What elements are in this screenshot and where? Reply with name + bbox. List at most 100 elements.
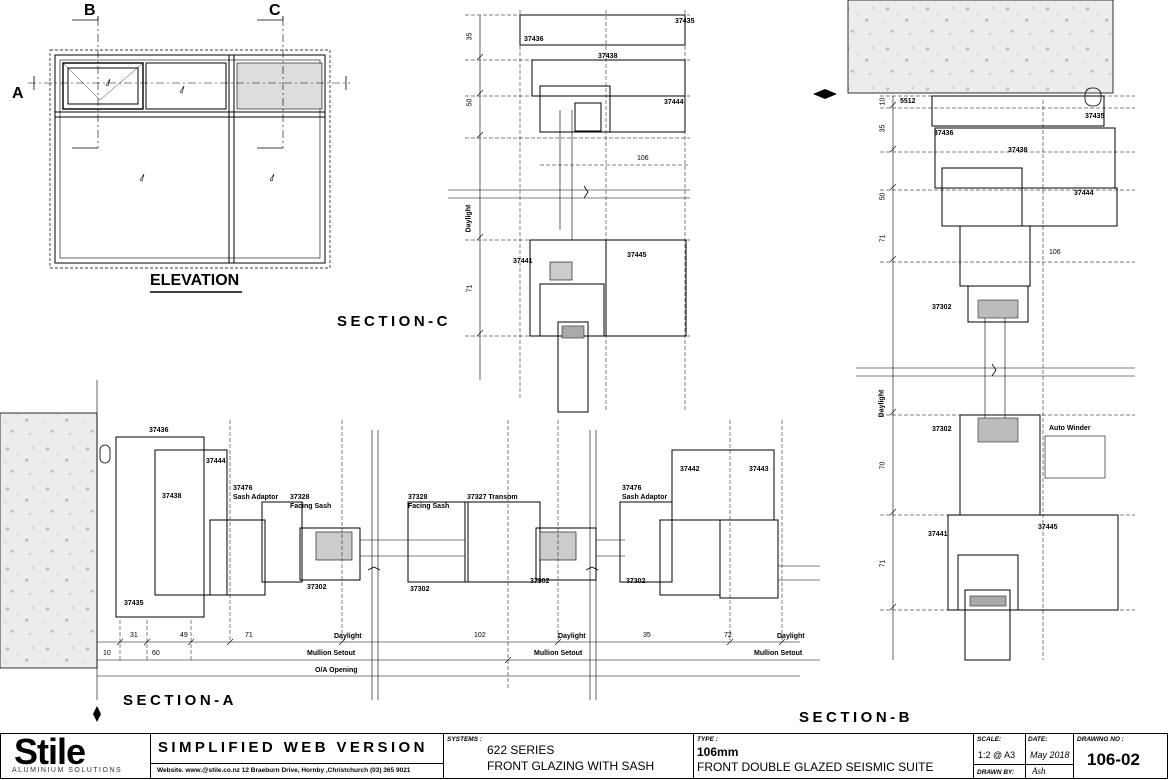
sb-37438: 37438 bbox=[1008, 147, 1028, 154]
sa-37302-d: 37302 bbox=[626, 578, 646, 585]
drawing-no-label: DRAWING NO : bbox=[1077, 736, 1124, 743]
sa-mullion-3: Mullion Setout bbox=[754, 650, 803, 657]
sa-mullion-1: Mullion Setout bbox=[307, 650, 356, 657]
tb-systems-cell bbox=[444, 734, 694, 778]
sa-facing-sash-b: Facing Sash bbox=[408, 503, 450, 510]
drawn-value: Ash bbox=[1032, 766, 1046, 776]
date-label: DATE: bbox=[1028, 736, 1048, 743]
scale-value: 1:2 @ A3 bbox=[978, 750, 1016, 760]
sb-dim-71b: 71 bbox=[879, 559, 887, 568]
drawing-no-value: 106-02 bbox=[1087, 750, 1140, 769]
technical-drawing bbox=[0, 0, 1135, 722]
tb-divider bbox=[151, 763, 444, 764]
date-value: May 2018 bbox=[1030, 750, 1070, 760]
sa-37435: 37435 bbox=[124, 600, 144, 607]
sb-daylight: Daylight bbox=[878, 389, 886, 418]
sa-37443: 37443 bbox=[749, 466, 769, 473]
sb-dim-35: 35 bbox=[879, 124, 887, 133]
scale-label: SCALE: bbox=[977, 736, 1002, 743]
sa-daylight-1: Daylight bbox=[334, 633, 362, 640]
contact-info: Website. www.@stile.co.nz 12 Braeburn Dr… bbox=[157, 767, 411, 774]
sa-dim-102: 102 bbox=[474, 632, 486, 639]
sc-dim-35: 35 bbox=[466, 32, 474, 41]
sa-37442: 37442 bbox=[680, 466, 700, 473]
sa-37476-b: 37476 bbox=[622, 485, 642, 492]
sc-37438: 37438 bbox=[598, 53, 618, 60]
sc-37444: 37444 bbox=[664, 99, 684, 106]
sb-dim-106: 106 bbox=[1049, 249, 1061, 256]
sc-dim-50: 50 bbox=[466, 98, 474, 107]
elevation-title: ELEVATION bbox=[150, 272, 240, 289]
sc-daylight: Daylight bbox=[465, 204, 473, 233]
sb-37441: 37441 bbox=[928, 531, 948, 538]
sa-37444: 37444 bbox=[206, 458, 226, 465]
sa-dim-60: 60 bbox=[152, 650, 160, 657]
sc-dim-71: 71 bbox=[466, 284, 474, 293]
sa-dim-49: 49 bbox=[180, 632, 188, 639]
section-c-view bbox=[448, 10, 690, 413]
marker-c: C bbox=[269, 2, 281, 19]
sa-37302-b: 37302 bbox=[410, 586, 430, 593]
sa-37328-b: 37328 bbox=[408, 494, 428, 501]
web-version-label: SIMPLIFIED WEB VERSION bbox=[158, 739, 428, 756]
sa-oa-opening: O/A Opening bbox=[315, 667, 358, 674]
section-b-title: SECTION-B bbox=[799, 709, 913, 726]
tb-type-cell bbox=[694, 734, 974, 778]
sc-37441: 37441 bbox=[513, 258, 533, 265]
elevation-view bbox=[28, 16, 350, 293]
sb-37444: 37444 bbox=[1074, 190, 1094, 197]
tb-divider-2 bbox=[974, 764, 1074, 765]
sa-daylight-3: Daylight bbox=[777, 633, 805, 640]
marker-a: A bbox=[12, 85, 24, 102]
stile-logo: Stile bbox=[14, 731, 86, 772]
sb-dim-70: 70 bbox=[879, 461, 887, 470]
sa-dim-35: 35 bbox=[643, 632, 651, 639]
sa-37302-c: 37302 bbox=[530, 578, 550, 585]
sb-dim-50: 50 bbox=[879, 192, 887, 201]
sb-dim-71a: 71 bbox=[879, 234, 887, 243]
sb-37445: 37445 bbox=[1038, 524, 1058, 531]
sa-daylight-2: Daylight bbox=[558, 633, 586, 640]
type-label: TYPE : bbox=[697, 736, 718, 743]
sa-dim-10: 10 bbox=[103, 650, 111, 657]
stile-logo-sub: ALUMINIUM SOLUTIONS bbox=[12, 767, 123, 774]
type-line1: 106mm bbox=[697, 745, 739, 759]
sa-dim-71: 71 bbox=[245, 632, 253, 639]
tb-logo-cell bbox=[1, 734, 151, 778]
sc-37436: 37436 bbox=[524, 36, 544, 43]
sa-37328-a: 37328 bbox=[290, 494, 310, 501]
tb-scale-cell bbox=[974, 734, 1026, 778]
systems-line2: FRONT GLAZING WITH SASH bbox=[487, 759, 655, 773]
systems-line1: 622 SERIES bbox=[487, 743, 555, 757]
sb-dim-10: 10 bbox=[879, 97, 887, 106]
title-block bbox=[0, 733, 1168, 779]
sb-5512: 5512 bbox=[900, 98, 916, 105]
sa-mullion-2: Mullion Setout bbox=[534, 650, 583, 657]
tb-version-cell bbox=[151, 734, 444, 778]
sb-37436: 37436 bbox=[934, 130, 954, 137]
sb-37435: 37435 bbox=[1085, 113, 1105, 120]
sc-37435: 37435 bbox=[675, 18, 695, 25]
section-c-title: SECTION-C bbox=[337, 313, 451, 330]
section-a-view bbox=[0, 380, 820, 722]
sa-37438: 37438 bbox=[162, 493, 182, 500]
sc-dim-106: 106 bbox=[637, 155, 649, 162]
section-a-title: SECTION-A bbox=[123, 692, 237, 709]
sa-dim-31: 31 bbox=[130, 632, 138, 639]
sa-sash-adaptor-a: Sash Adaptor bbox=[233, 494, 279, 501]
type-line2: FRONT DOUBLE GLAZED SEISMIC SUITE bbox=[697, 760, 934, 774]
marker-b: B bbox=[84, 2, 96, 19]
drawn-label: DRAWN BY: bbox=[977, 769, 1015, 776]
sb-37302-a: 37302 bbox=[932, 304, 952, 311]
sa-37327-transom: 37327 Transom bbox=[467, 494, 518, 501]
systems-label: SYSTEMS : bbox=[447, 736, 483, 743]
section-b-view bbox=[813, 0, 1135, 661]
sb-auto-winder: Auto Winder bbox=[1049, 425, 1091, 432]
sa-37476-a: 37476 bbox=[233, 485, 253, 492]
tb-date-cell bbox=[1026, 734, 1074, 778]
sc-37445: 37445 bbox=[627, 252, 647, 259]
sa-sash-adaptor-b: Sash Adaptor bbox=[622, 494, 668, 501]
sa-37436: 37436 bbox=[149, 427, 169, 434]
sa-37302-a: 37302 bbox=[307, 584, 327, 591]
sa-facing-sash-a: Facing Sash bbox=[290, 503, 332, 510]
